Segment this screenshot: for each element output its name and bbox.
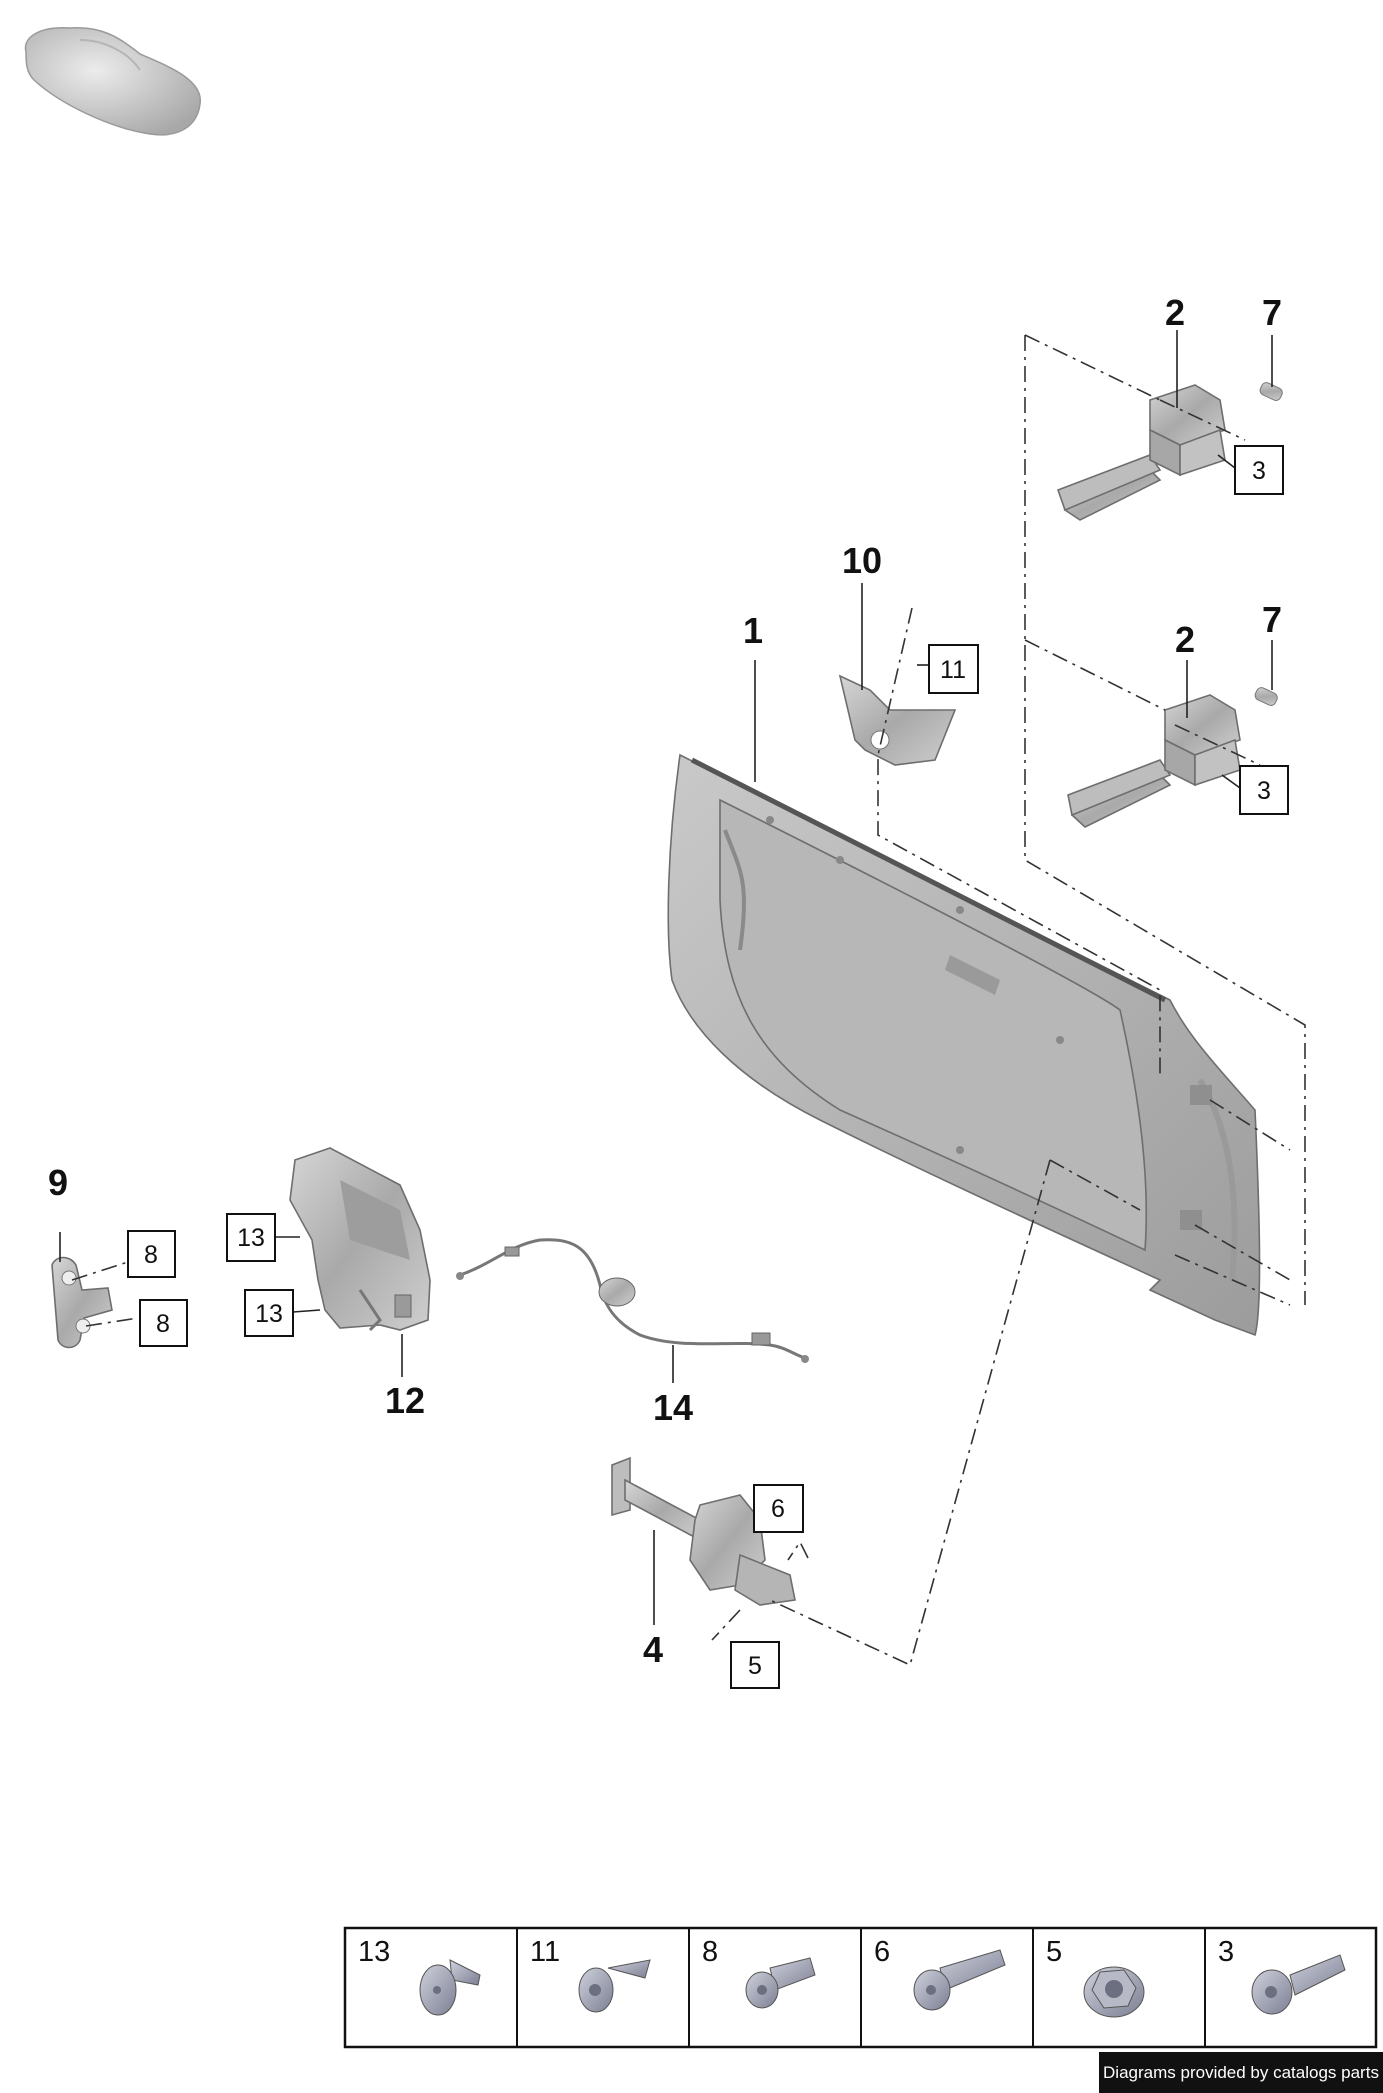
callout-hinge-lower: 2: [1175, 619, 1195, 660]
callout-striker: 9: [48, 1162, 68, 1203]
door-lock: [289, 1147, 431, 1332]
callout-bracket: 10: [842, 540, 882, 581]
box-screw-lock-lower: [244, 1289, 294, 1337]
door-shell: [667, 753, 1261, 1337]
boxed-label-text: 3 3 11 8 8 13 13 6 5: [144, 457, 1271, 1680]
label-screw-hinge-lower: 3: [1257, 777, 1271, 805]
torx-pan-screw-icon: [578, 1959, 651, 2013]
box-screw-striker-upper: [127, 1230, 176, 1278]
label-screw-check-lower: 5: [748, 1652, 762, 1680]
plug-upper: [1259, 382, 1283, 401]
box-screw-lock-upper: [226, 1213, 276, 1262]
credit-footer: Diagrams provided by catalogs parts: [1099, 2052, 1383, 2093]
shoulder-torx-bolt-icon: [1251, 1954, 1346, 2015]
plug-lower: [1254, 687, 1278, 706]
release-cable: [456, 1238, 809, 1363]
legend-number: 5: [1046, 1936, 1062, 1968]
box-screw-check-upper: [753, 1484, 804, 1533]
label-screw-check-upper: 6: [771, 1495, 785, 1523]
callout-plug-lower: 7: [1262, 599, 1282, 640]
box-screw-hinge-lower: [1239, 765, 1289, 815]
box-screw-bracket: [928, 644, 979, 694]
legend-number: 11: [530, 1936, 560, 1968]
box-screw-check-lower: [730, 1641, 780, 1689]
callout-hinge-upper: 2: [1165, 292, 1185, 333]
label-screw-lock-upper: 13: [237, 1224, 265, 1252]
label-screw-bracket: 11: [940, 656, 966, 684]
box-screw-striker-lower: [139, 1299, 188, 1347]
hex-flange-nut-icon: [1083, 1966, 1145, 2018]
long-torx-bolt-icon: [913, 1949, 1006, 2011]
box-screw-hinge-upper: [1234, 445, 1284, 495]
callout-cable: 14: [653, 1387, 693, 1428]
flat-head-screw-icon: [419, 1959, 481, 2016]
callout-lock: 12: [385, 1380, 425, 1421]
callout-door-check: 4: [643, 1629, 663, 1670]
callout-labels: 1 2 7 2 7 10 9 12 14 4: [48, 292, 1282, 1670]
callout-door-shell: 1: [743, 610, 763, 651]
legend-number: 6: [874, 1936, 890, 1968]
label-screw-striker-lower: 8: [156, 1310, 170, 1338]
leader-lines: [59, 330, 1273, 1625]
legend-number: 3: [1218, 1936, 1234, 1968]
striker-plate: [51, 1256, 113, 1349]
vehicle-thumbnail: [24, 27, 201, 136]
legend-number: 8: [702, 1936, 718, 1968]
callout-plug-upper: 7: [1262, 292, 1282, 333]
assembly-lines: [71, 334, 1306, 1667]
boxed-labels: [127, 445, 1289, 1689]
label-screw-striker-upper: 8: [144, 1241, 158, 1269]
fastener-legend: 13 11 8 6 5 3: [343, 1926, 1378, 2049]
legend-number: 13: [358, 1936, 390, 1968]
label-screw-hinge-upper: 3: [1252, 457, 1266, 485]
label-screw-lock-lower: 13: [255, 1300, 283, 1328]
hinge-upper: [1056, 384, 1226, 521]
hinge-lower: [1067, 694, 1241, 828]
door-check-strap: [611, 1456, 796, 1606]
torx-bolt-icon: [745, 1957, 816, 2009]
bracket: [838, 674, 957, 766]
